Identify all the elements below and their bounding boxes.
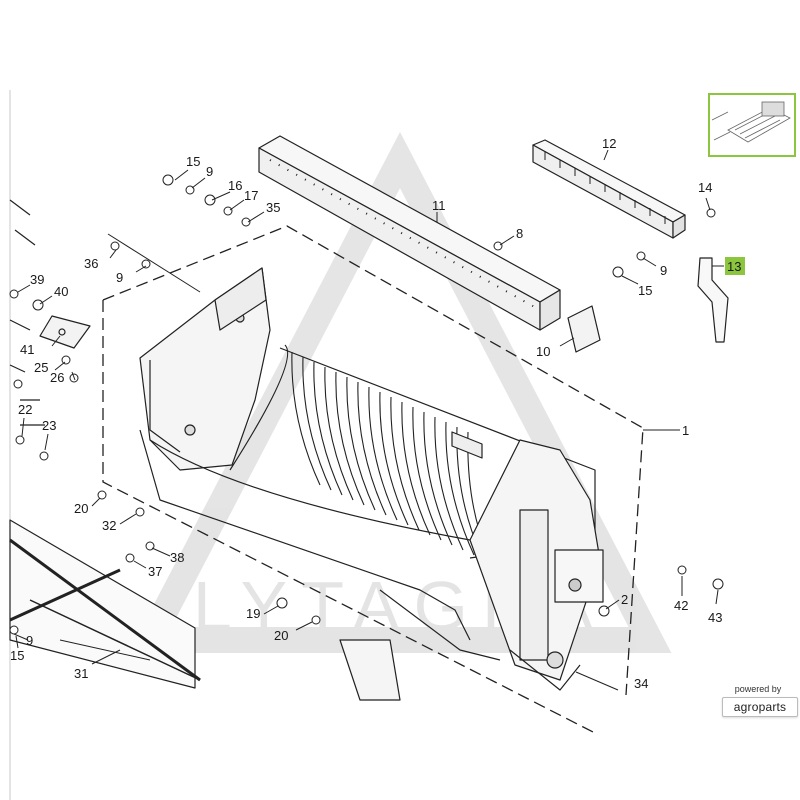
svg-text:26: 26 bbox=[50, 370, 64, 385]
callout-12[interactable]: 12 bbox=[602, 136, 616, 151]
agroparts-name: agroparts bbox=[733, 700, 787, 714]
callout-15c[interactable]: 15 bbox=[10, 648, 24, 663]
callout-31[interactable]: 31 bbox=[74, 666, 88, 681]
callout-32[interactable]: 32 bbox=[102, 518, 116, 533]
svg-text:15: 15 bbox=[638, 283, 652, 298]
svg-text:9: 9 bbox=[660, 263, 667, 278]
top-beam bbox=[258, 135, 561, 331]
callout-23[interactable]: 23 bbox=[42, 418, 56, 433]
agroparts-badge[interactable]: powered by agroparts bbox=[718, 684, 798, 718]
callout-36[interactable]: 36 bbox=[84, 256, 98, 271]
callout-9d[interactable]: 9 bbox=[26, 633, 33, 648]
agroparts-logo[interactable]: agroparts bbox=[722, 697, 798, 717]
svg-text:9: 9 bbox=[206, 164, 213, 179]
svg-text:11: 11 bbox=[432, 198, 446, 213]
svg-text:38: 38 bbox=[170, 550, 184, 565]
svg-text:13: 13 bbox=[727, 259, 741, 274]
machine-drawing bbox=[9, 135, 729, 701]
top-rail bbox=[532, 139, 686, 239]
callout-34[interactable]: 34 bbox=[634, 676, 648, 691]
svg-text:15: 15 bbox=[186, 154, 200, 169]
svg-text:12: 12 bbox=[602, 136, 616, 151]
svg-text:9: 9 bbox=[116, 270, 123, 285]
svg-text:34: 34 bbox=[634, 676, 648, 691]
left-bracket-41 bbox=[9, 199, 91, 373]
svg-text:36: 36 bbox=[84, 256, 98, 271]
callouts: 1 2 8 9 9 9 9 10 11 12 13 14 15 15 15 16… bbox=[10, 136, 741, 691]
svg-text:35: 35 bbox=[266, 200, 280, 215]
callout-15a[interactable]: 15 bbox=[186, 154, 200, 169]
svg-text:10: 10 bbox=[536, 344, 550, 359]
callout-43[interactable]: 43 bbox=[708, 610, 722, 625]
svg-text:2: 2 bbox=[621, 592, 628, 607]
callout-1[interactable]: 1 bbox=[682, 423, 689, 438]
svg-text:41: 41 bbox=[20, 342, 34, 357]
callout-38[interactable]: 38 bbox=[170, 550, 184, 565]
callout-37[interactable]: 37 bbox=[148, 564, 162, 579]
callout-39[interactable]: 39 bbox=[30, 272, 44, 287]
svg-text:17: 17 bbox=[244, 188, 258, 203]
overview-thumbnail[interactable] bbox=[708, 93, 796, 157]
callout-9c[interactable]: 9 bbox=[660, 263, 667, 278]
callout-25[interactable]: 25 bbox=[34, 360, 48, 375]
svg-text:1: 1 bbox=[682, 423, 689, 438]
callout-11[interactable]: 11 bbox=[432, 198, 446, 213]
bracket-10 bbox=[567, 305, 601, 353]
callout-15b[interactable]: 15 bbox=[638, 283, 652, 298]
bottom-plate-31 bbox=[9, 519, 201, 689]
left-side-panel bbox=[139, 267, 271, 471]
highlight-box-13 bbox=[725, 257, 745, 275]
callout-9a[interactable]: 9 bbox=[206, 164, 213, 179]
svg-text:40: 40 bbox=[54, 284, 68, 299]
leader-lines bbox=[13, 149, 724, 691]
svg-text:8: 8 bbox=[516, 226, 523, 241]
callout-8[interactable]: 8 bbox=[516, 226, 523, 241]
svg-text:15: 15 bbox=[10, 648, 24, 663]
lower-flap bbox=[139, 429, 501, 701]
powered-by-text: powered by bbox=[734, 684, 782, 694]
svg-text:42: 42 bbox=[674, 598, 688, 613]
callout-17[interactable]: 17 bbox=[244, 188, 258, 203]
callout-14[interactable]: 14 bbox=[698, 180, 712, 195]
svg-text:9: 9 bbox=[26, 633, 33, 648]
svg-text:37: 37 bbox=[148, 564, 162, 579]
svg-text:22: 22 bbox=[18, 402, 32, 417]
callout-41[interactable]: 41 bbox=[20, 342, 34, 357]
callout-10[interactable]: 10 bbox=[536, 344, 550, 359]
callout-19[interactable]: 19 bbox=[246, 606, 260, 621]
right-side-frame bbox=[469, 439, 604, 691]
callout-13[interactable]: 13 bbox=[727, 259, 741, 274]
far-left-parts bbox=[20, 399, 45, 426]
callout-26[interactable]: 26 bbox=[50, 370, 64, 385]
svg-text:39: 39 bbox=[30, 272, 44, 287]
callout-9b[interactable]: 9 bbox=[116, 270, 123, 285]
svg-text:43: 43 bbox=[708, 610, 722, 625]
svg-text:32: 32 bbox=[102, 518, 116, 533]
svg-text:25: 25 bbox=[34, 360, 48, 375]
callout-42[interactable]: 42 bbox=[674, 598, 688, 613]
svg-text:20: 20 bbox=[274, 628, 288, 643]
callout-16[interactable]: 16 bbox=[228, 178, 242, 193]
svg-text:14: 14 bbox=[698, 180, 712, 195]
svg-text:23: 23 bbox=[42, 418, 56, 433]
svg-text:16: 16 bbox=[228, 178, 242, 193]
svg-text:20: 20 bbox=[74, 501, 88, 516]
svg-text:31: 31 bbox=[74, 666, 88, 681]
callout-40[interactable]: 40 bbox=[54, 284, 68, 299]
svg-text:19: 19 bbox=[246, 606, 260, 621]
callout-2[interactable]: 2 bbox=[621, 592, 628, 607]
callout-22[interactable]: 22 bbox=[18, 402, 32, 417]
callout-20a[interactable]: 20 bbox=[74, 501, 88, 516]
callout-35[interactable]: 35 bbox=[266, 200, 280, 215]
bracket-13 bbox=[697, 257, 729, 343]
assembly-outline bbox=[102, 225, 644, 733]
callout-20b[interactable]: 20 bbox=[274, 628, 288, 643]
